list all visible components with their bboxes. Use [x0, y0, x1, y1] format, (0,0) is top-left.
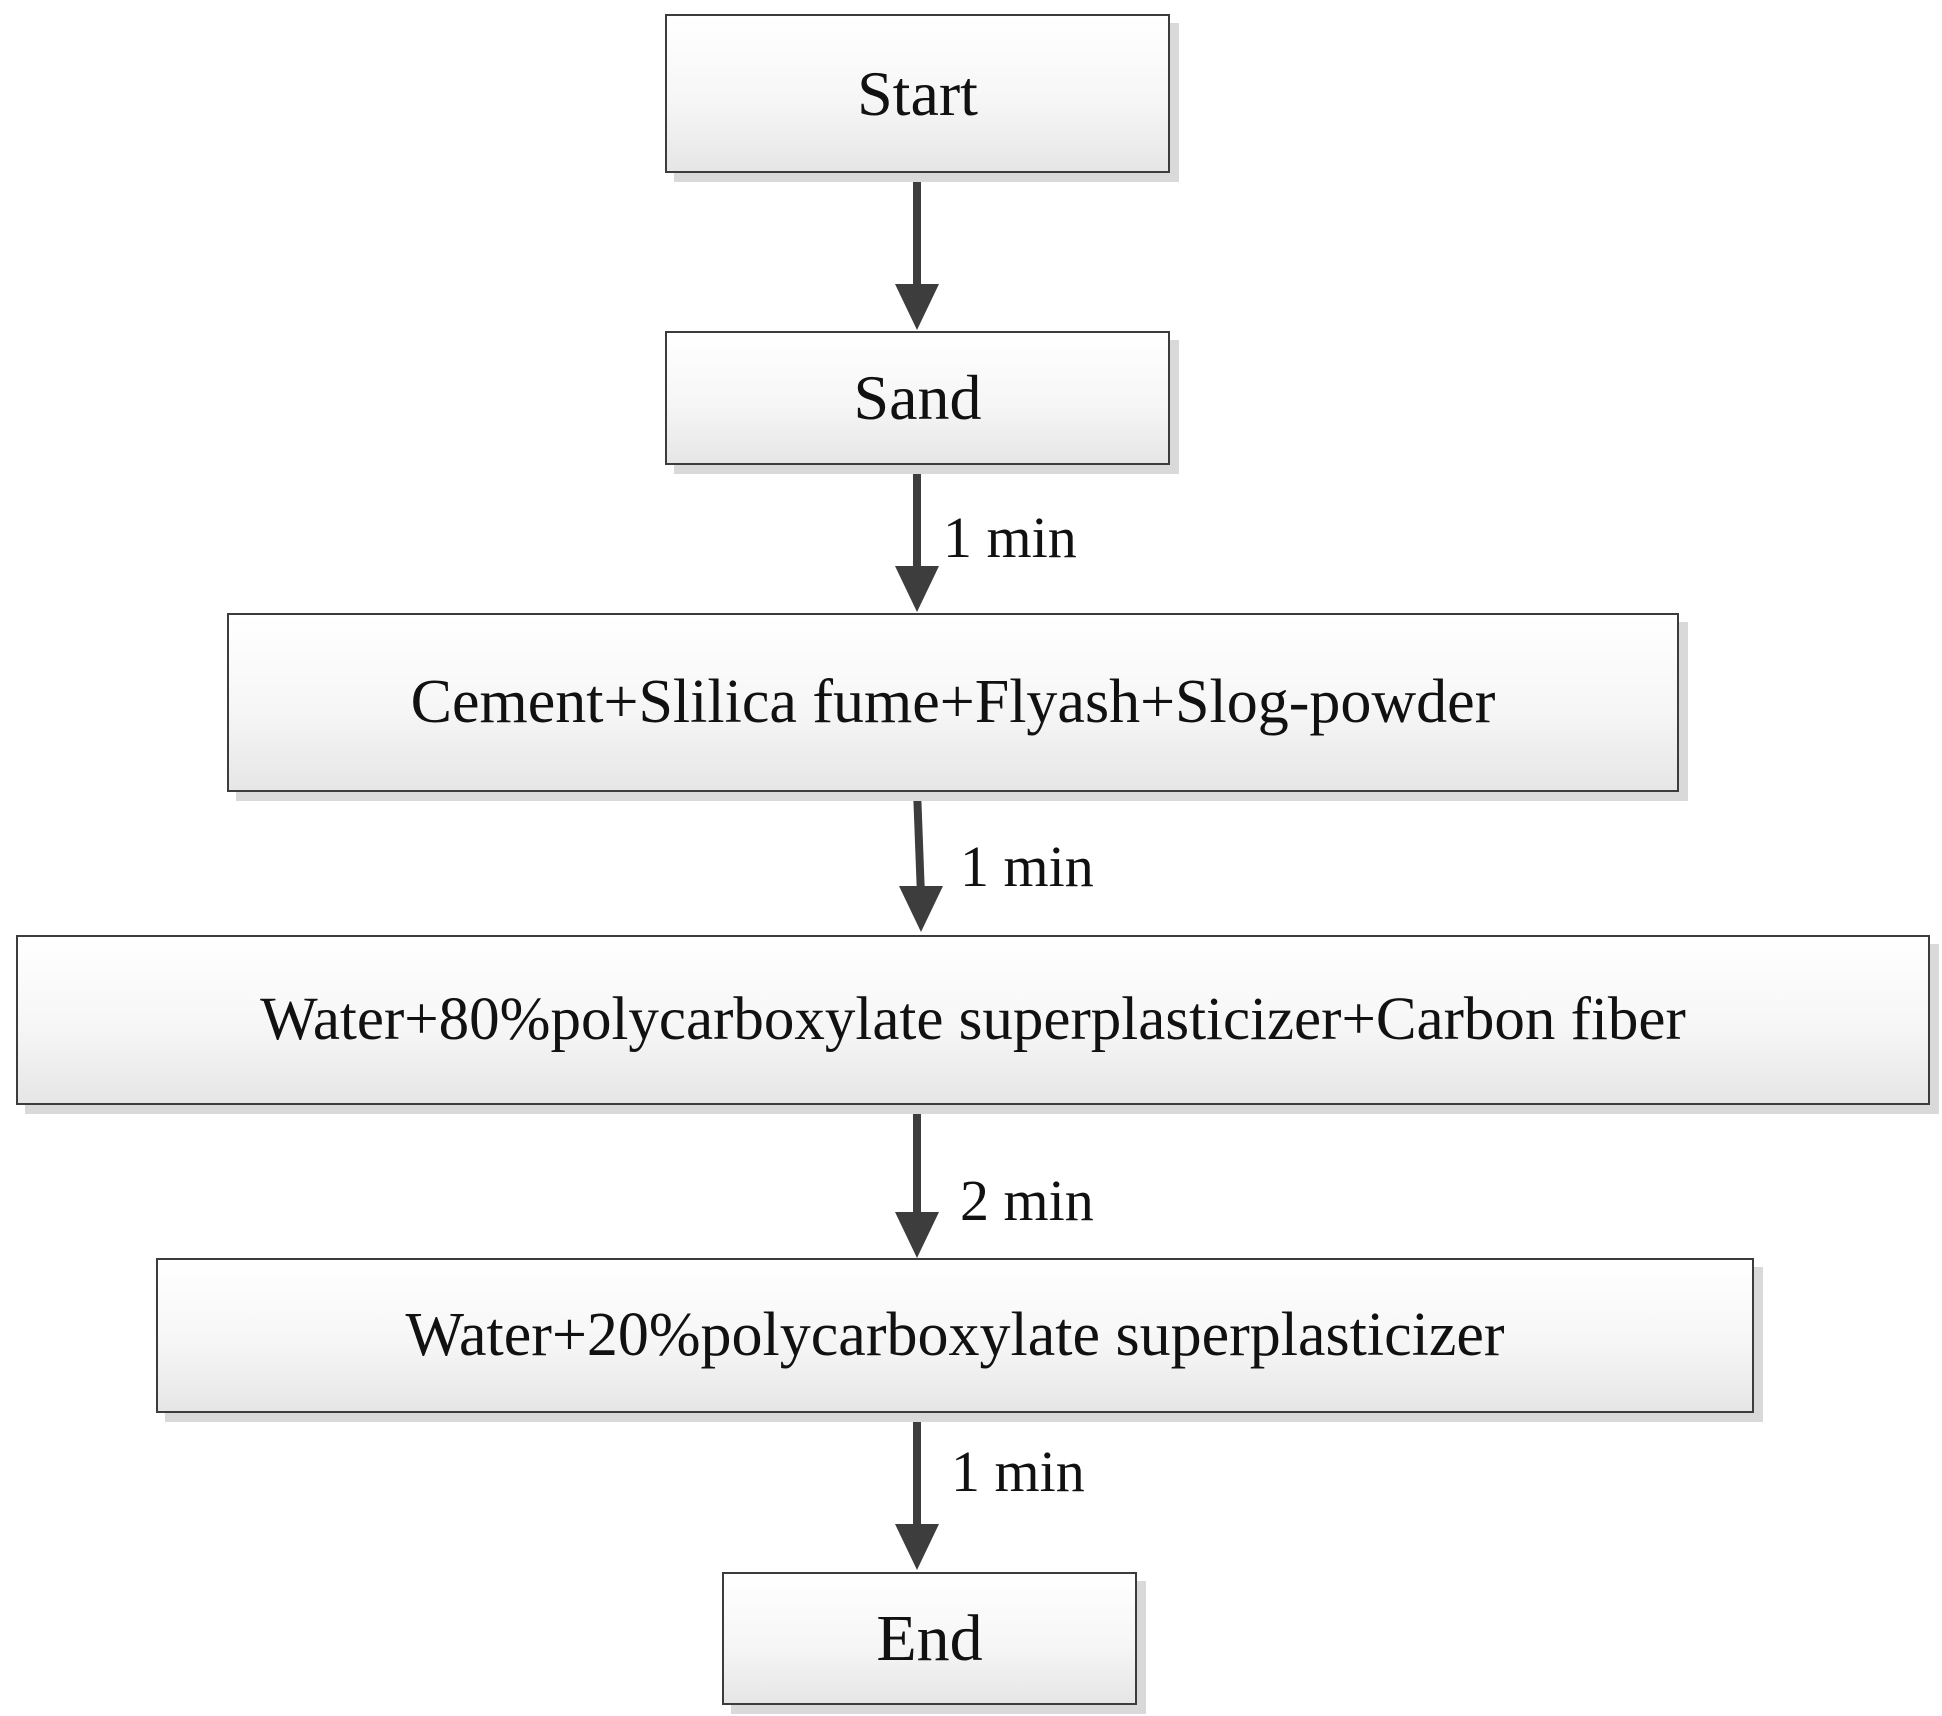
node-water-80-label: Water+80%polycarboxylate superplasticize… — [260, 986, 1686, 1053]
arrow-cement-to-water80 — [913, 789, 925, 897]
node-sand-label: Sand — [853, 362, 982, 433]
node-water-80: Water+80%polycarboxylate superplasticize… — [16, 935, 1930, 1105]
arrowhead-sand-to-cement — [895, 566, 939, 612]
edge-label-sand-to-cement: 1 min — [943, 505, 1077, 570]
node-start-label: Start — [857, 57, 978, 129]
node-water-20: Water+20%polycarboxylate superplasticize… — [156, 1258, 1754, 1413]
node-cement-mix: Cement+Slilica fume+Flyash+Slog-powder — [227, 613, 1679, 792]
arrowhead-water80-to-water20 — [895, 1212, 939, 1258]
node-end-label: End — [876, 1601, 983, 1675]
node-sand: Sand — [665, 331, 1170, 465]
arrowhead-water20-to-end — [895, 1524, 939, 1570]
node-cement-mix-label: Cement+Slilica fume+Flyash+Slog-powder — [410, 668, 1496, 736]
edge-label-water80-to-water20: 2 min — [960, 1168, 1094, 1233]
edge-label-water20-to-end: 1 min — [951, 1439, 1085, 1504]
arrowhead-start-to-sand — [895, 284, 939, 330]
node-water-20-label: Water+20%polycarboxylate superplasticize… — [405, 1301, 1505, 1369]
node-end: End — [722, 1572, 1137, 1705]
node-start: Start — [665, 14, 1170, 173]
edge-label-cement-to-water80: 1 min — [960, 834, 1094, 899]
arrowhead-cement-to-water80 — [899, 886, 943, 932]
